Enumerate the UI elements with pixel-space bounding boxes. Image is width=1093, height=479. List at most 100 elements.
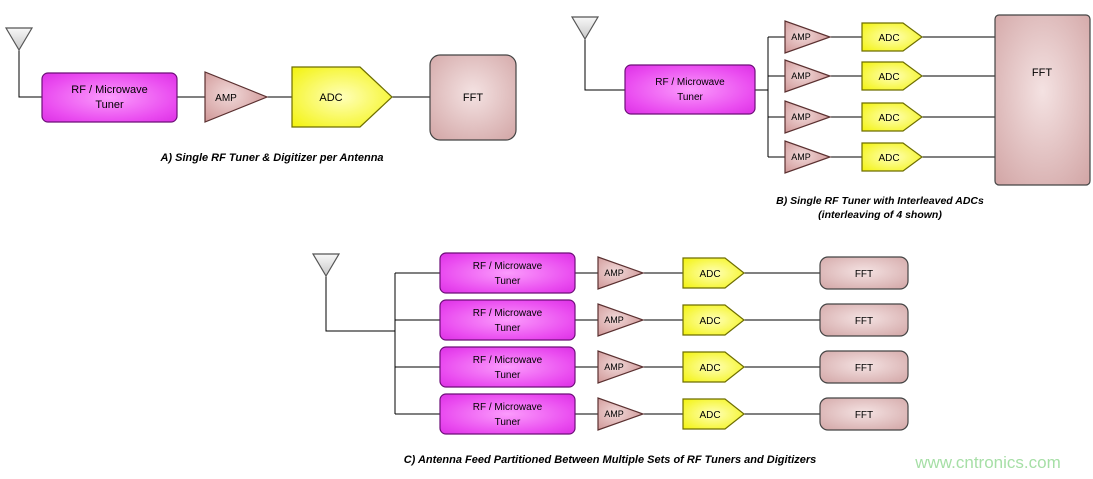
amp-label: AMP [604,315,624,325]
antenna-icon [4,27,34,52]
tuner-label-line2: Tuner [495,417,521,428]
adc-block: ADC [291,66,393,128]
amp-label: AMP [604,268,624,278]
fft-box [819,350,909,384]
adc-block: ADC [861,142,924,172]
amp-block: AMP [784,20,832,54]
tuner-box [439,393,576,435]
fft-box [819,303,909,337]
amp-triangle [784,100,832,134]
fft-box [819,397,909,431]
amp-label: AMP [791,152,811,162]
amp-triangle [597,256,645,290]
fft-block: FFT [819,303,909,337]
amp-block: AMP [784,140,832,174]
adc-pentagon [291,66,393,128]
antenna-icon [311,253,341,278]
antenna-icon [570,16,600,41]
connector-lines-b [584,36,995,158]
tuner-box [624,64,756,115]
adc-block: ADC [682,398,745,430]
adc-label: ADC [878,72,899,83]
tuner-box [41,72,178,123]
tuner-label-line1: RF / Microwave [473,355,543,366]
tuner-label-line2: Tuner [495,370,521,381]
amp-block: AMP [204,71,269,123]
amp-block: AMP [784,59,832,93]
adc-label: ADC [699,269,720,280]
amp-triangle [784,20,832,54]
amp-label: AMP [215,93,237,104]
tuner-block: RF / Microwave Tuner [439,299,576,341]
tuner-box [439,299,576,341]
tuner-block: RF / Microwave Tuner [41,72,178,123]
adc-pentagon [682,398,745,430]
diagram-section-a: RF / Microwave Tuner AMP ADC FFT A) Sing… [4,27,517,164]
amp-triangle [597,350,645,384]
amp-label: AMP [791,112,811,122]
tuner-block: RF / Microwave Tuner [439,252,576,294]
fft-box [994,14,1091,186]
amp-triangle [784,140,832,174]
amp-block: AMP [597,303,645,337]
caption-b-line1: B) Single RF Tuner with Interleaved ADCs [776,195,984,207]
tuner-label-line1: RF / Microwave [473,308,543,319]
tuner-label-line1: RF / Microwave [473,402,543,413]
diagram-section-c: RF / Microwave Tuner AMP ADC FFT RF / Mi… [311,252,909,466]
fft-label: FFT [1032,67,1052,79]
fft-box [429,54,517,141]
connector-lines-c [325,272,820,415]
adc-label: ADC [878,113,899,124]
fft-block: FFT [819,256,909,290]
amp-triangle [597,397,645,431]
tuner-label-line2: Tuner [677,92,703,103]
fft-label: FFT [855,363,873,374]
adc-label: ADC [699,316,720,327]
amp-triangle [204,71,269,123]
tuner-label-line2: Tuner [495,323,521,334]
diagram-section-b: RF / Microwave Tuner AMP ADC AMP ADC AMP [570,14,1091,221]
adc-block: ADC [682,304,745,336]
tuner-block: RF / Microwave Tuner [439,393,576,435]
adc-pentagon [682,351,745,383]
fft-label: FFT [855,269,873,280]
adc-pentagon [861,142,924,172]
adc-pentagon [861,22,924,52]
amp-triangle [784,59,832,93]
adc-block: ADC [682,351,745,383]
amp-label: AMP [791,32,811,42]
amp-label: AMP [791,71,811,81]
fft-block: FFT [819,397,909,431]
caption-a: A) Single RF Tuner & Digitizer per Anten… [159,152,383,164]
tuner-label-line2: Tuner [95,99,124,111]
adc-block: ADC [861,61,924,91]
amp-label: AMP [604,409,624,419]
adc-label: ADC [878,153,899,164]
amp-triangle [597,303,645,337]
adc-pentagon [861,61,924,91]
adc-pentagon [861,102,924,132]
adc-block: ADC [861,22,924,52]
amp-block: AMP [597,350,645,384]
adc-block: ADC [682,257,745,289]
fft-label: FFT [463,92,483,104]
tuner-label-line1: RF / Microwave [71,84,147,96]
adc-label: ADC [878,33,899,44]
fft-box [819,256,909,290]
caption-c: C) Antenna Feed Partitioned Between Mult… [404,454,817,466]
adc-block: ADC [861,102,924,132]
tuner-label-line1: RF / Microwave [655,77,725,88]
fft-label: FFT [855,316,873,327]
tuner-label-line2: Tuner [495,276,521,287]
caption-b-line2: (interleaving of 4 shown) [818,209,942,221]
fft-block: FFT [819,350,909,384]
tuner-block: RF / Microwave Tuner [439,346,576,388]
adc-pentagon [682,304,745,336]
adc-label: ADC [699,363,720,374]
amp-block: AMP [597,256,645,290]
adc-pentagon [682,257,745,289]
adc-label: ADC [699,410,720,421]
amp-block: AMP [784,100,832,134]
watermark-text: www.cntronics.com [914,453,1060,472]
